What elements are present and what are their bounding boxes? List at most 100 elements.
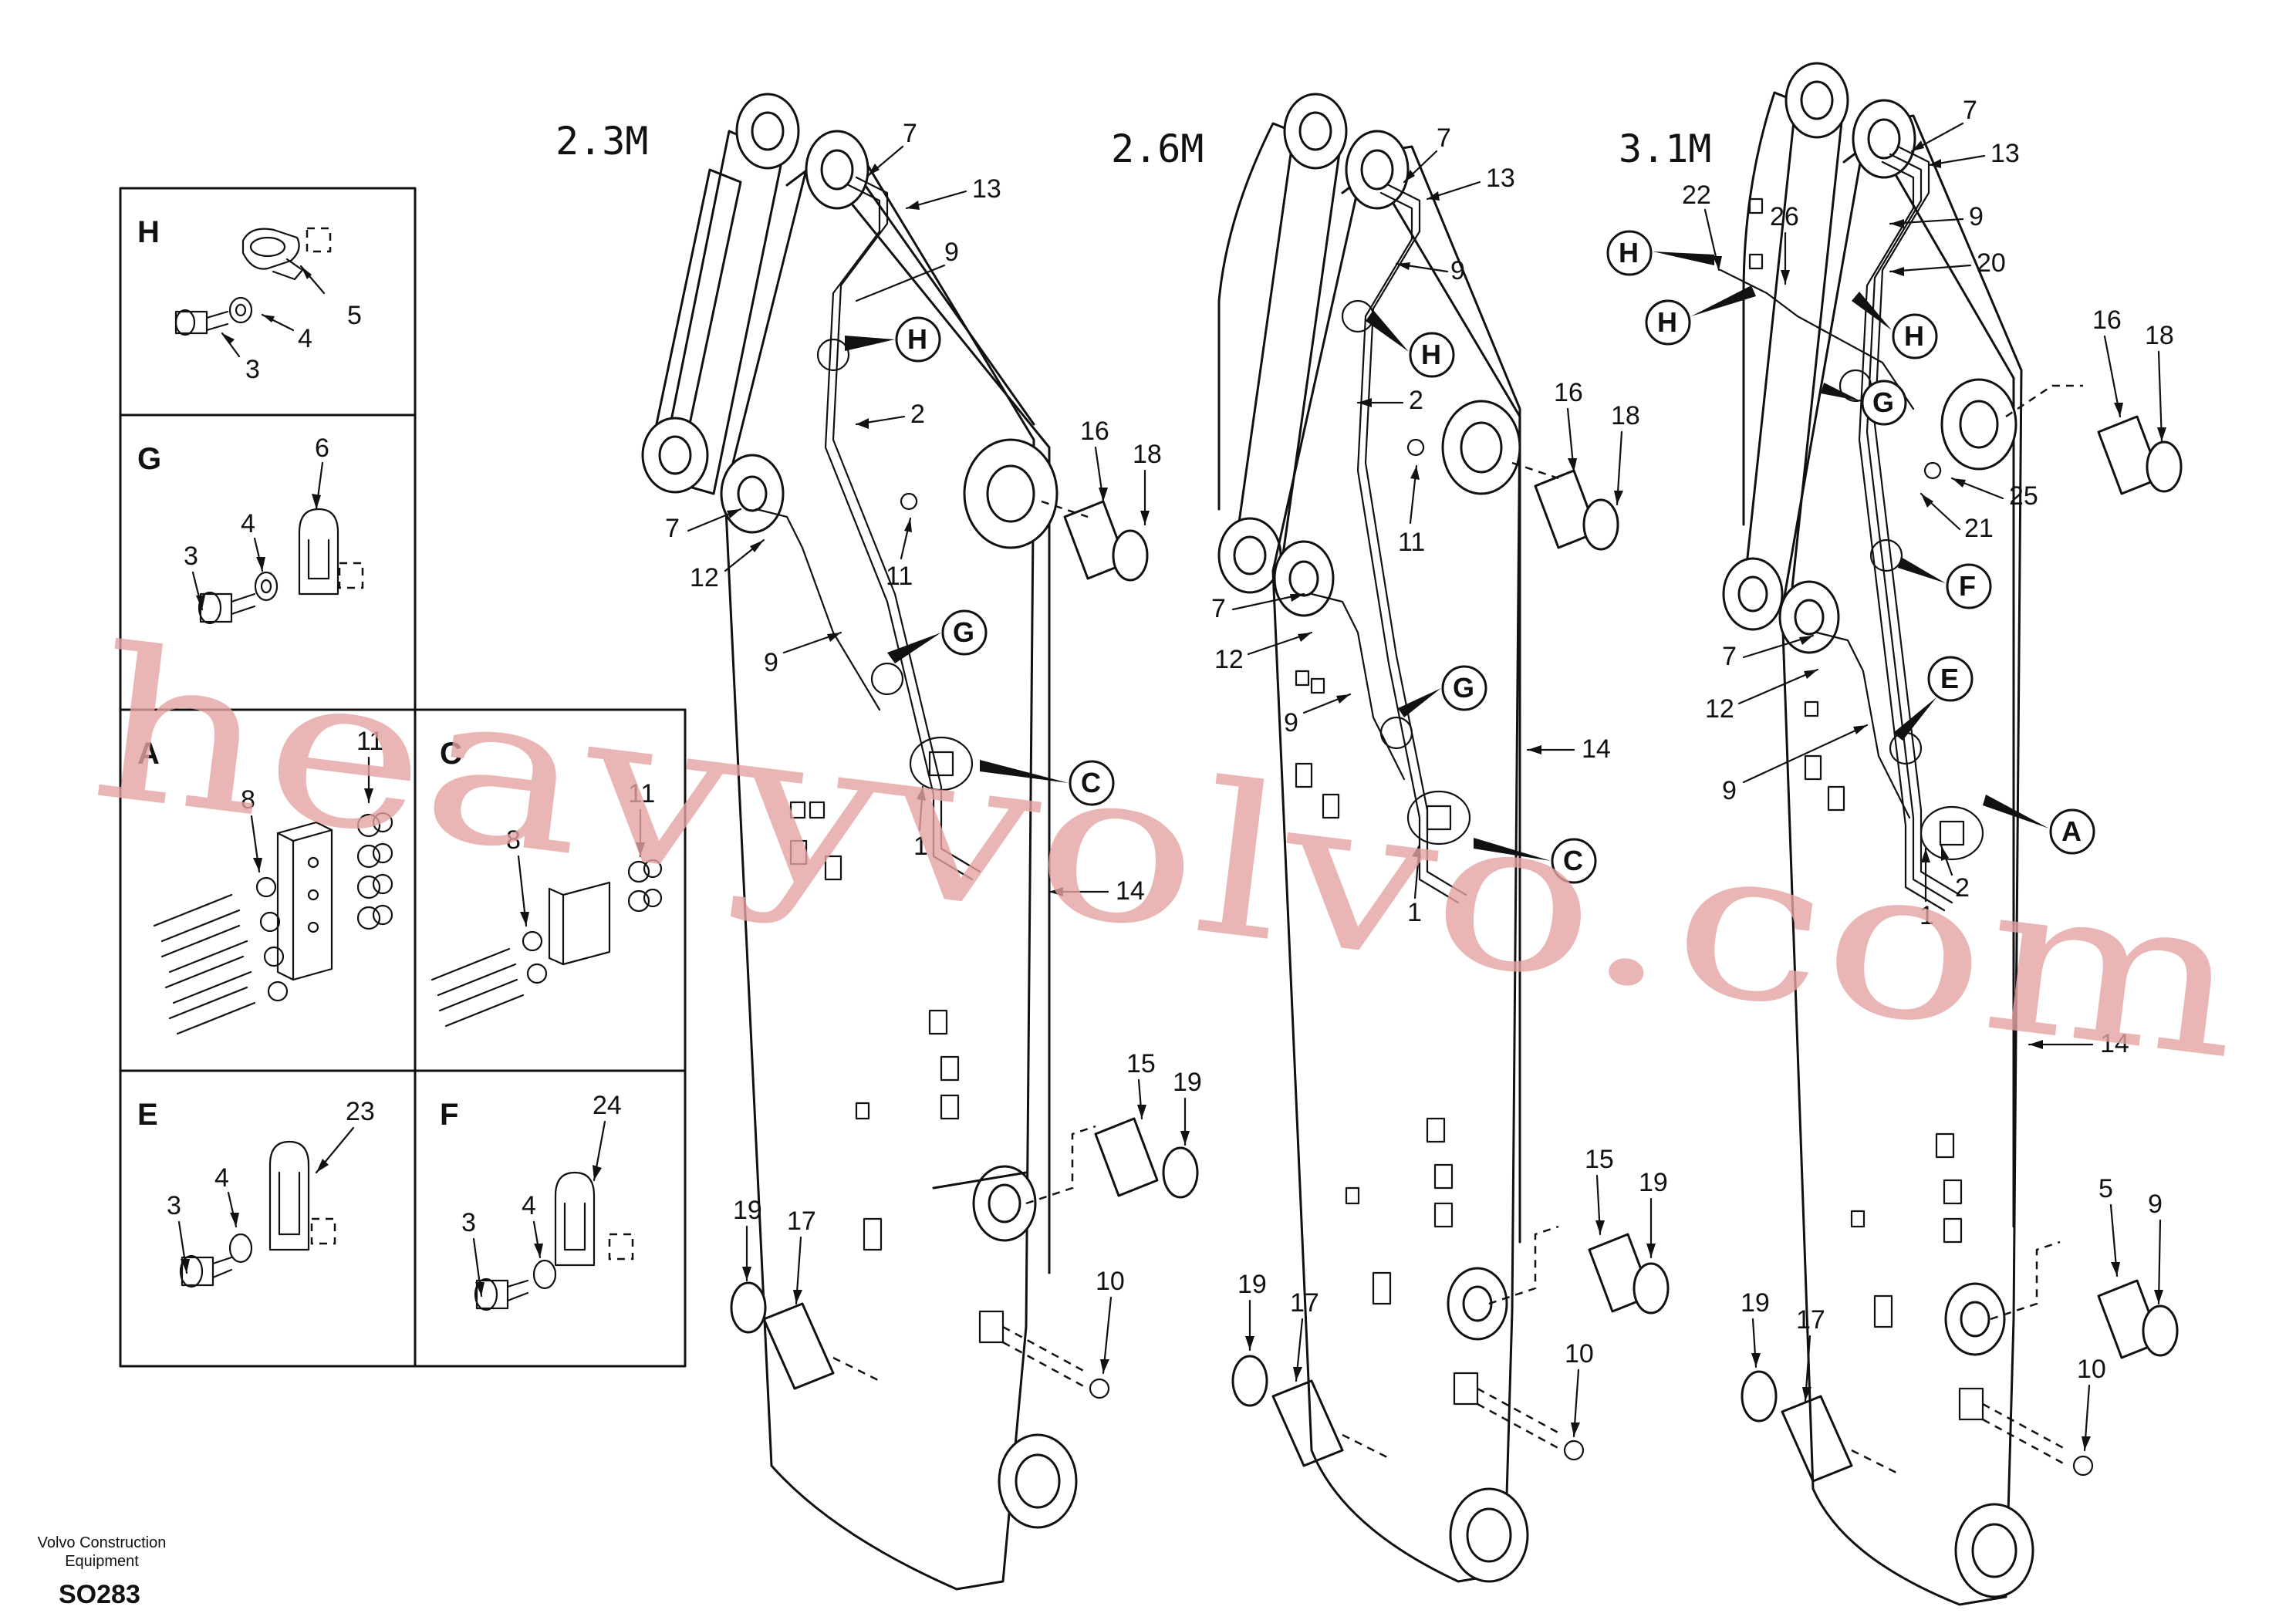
detail-ref-h (895, 316, 941, 363)
callout: 1 (913, 832, 928, 861)
callout: 26 (1770, 202, 1799, 231)
part-number: 11 (628, 779, 655, 808)
part-number: 3 (184, 542, 198, 571)
callout: 16 (1080, 417, 1109, 446)
callout: G (953, 616, 974, 648)
variant-label-3-1m: 3.1M (1619, 127, 1711, 171)
callout: 2 (1955, 873, 1970, 903)
part-number: 4 (214, 1163, 229, 1193)
boom-3-1m: 7 13 22 26 9 20 H H H 16 18 G 25 21 F (1606, 62, 2183, 1606)
detail-box-f: F 24 4 3 (440, 1091, 634, 1311)
callout: 15 (1585, 1145, 1614, 1174)
callout: C (1081, 767, 1101, 798)
callout: H (1619, 237, 1639, 268)
callout: G (1453, 672, 1474, 704)
detail-box-label: A (137, 737, 160, 771)
callout: 12 (1705, 694, 1734, 724)
detail-box-label: F (440, 1098, 458, 1132)
callout: 14 (1116, 876, 1145, 906)
callout: 22 (1682, 181, 1711, 210)
callout: 10 (2077, 1355, 2106, 1384)
part-number: 23 (346, 1097, 375, 1126)
callout: 15 (1126, 1049, 1156, 1078)
callout: E (1940, 663, 1959, 694)
callout: H (1657, 306, 1677, 338)
callout: 1 (1920, 901, 1934, 930)
part-number: 3 (167, 1191, 181, 1220)
callout: 19 (1639, 1168, 1668, 1197)
callout: 13 (1990, 139, 2020, 168)
callout: 2 (910, 400, 925, 429)
variant-label-2-3m: 2.3M (555, 119, 648, 164)
part-number: 4 (241, 509, 255, 538)
callout: 7 (1211, 594, 1226, 623)
detail-ref-a (2049, 808, 2095, 855)
callout: G (1872, 386, 1894, 418)
detail-ref-g (1861, 380, 1907, 426)
company-name-2: Equipment (65, 1553, 139, 1570)
callout: 7 (665, 514, 680, 543)
callout: 7 (1963, 96, 1977, 125)
part-number: 5 (347, 301, 362, 330)
callout: 17 (787, 1207, 816, 1236)
detail-ref-c (1551, 838, 1597, 884)
detail-ref-h (1892, 313, 1938, 359)
callout: 9 (1450, 256, 1465, 285)
callout: 19 (1741, 1288, 1770, 1318)
footer: Volvo Construction Equipment SO283 (38, 1534, 167, 1609)
detail-ref-c (1069, 760, 1115, 806)
callout: 10 (1565, 1339, 1594, 1369)
callout: 18 (1133, 440, 1162, 469)
callout: H (1421, 339, 1441, 370)
part-number: 24 (593, 1091, 622, 1120)
callout: 7 (903, 119, 917, 148)
callout: 2 (1409, 386, 1423, 415)
callout: 25 (2009, 481, 2038, 511)
callout: 19 (1237, 1270, 1267, 1299)
callout: A (2061, 815, 2082, 847)
boom-2-3m: 7 13 9 H 2 7 12 11 16 18 9 G C 1 14 15 1… (641, 93, 1202, 1591)
callout: 10 (1096, 1267, 1125, 1296)
callout: 16 (2092, 305, 2122, 335)
part-number: 3 (461, 1208, 476, 1237)
detail-box-c: C 11 8 (430, 737, 663, 1028)
callout: 13 (972, 174, 1001, 204)
callout: 7 (1437, 123, 1451, 153)
callout: 9 (764, 648, 778, 677)
company-name: Volvo Construction (38, 1534, 167, 1551)
part-number: 3 (245, 355, 260, 384)
callout: F (1959, 570, 1976, 602)
detail-boxes: H 5 4 3 G 6 (119, 187, 687, 1368)
detail-box-e: E 23 4 3 (137, 1097, 375, 1288)
callout: 7 (1722, 642, 1737, 671)
detail-ref-h (1409, 332, 1455, 378)
boom-pads (1295, 670, 1454, 1305)
callout: 19 (1173, 1068, 1202, 1097)
detail-box-g: G 6 4 3 (137, 434, 364, 625)
callout: 17 (1290, 1288, 1319, 1318)
detail-ref-g (1441, 665, 1487, 711)
callout: 9 (1969, 202, 1984, 231)
detail-ref-f (1946, 563, 1992, 609)
detail-box-a: A 11 8 (137, 727, 393, 1035)
detail-box-label: G (137, 442, 161, 476)
detail-box-label: C (440, 737, 462, 771)
callout: 13 (1486, 164, 1515, 193)
boom-pads (1748, 197, 1963, 1328)
detail-box-label: H (137, 215, 160, 249)
callout: 9 (944, 238, 959, 267)
hose-ends (153, 876, 289, 1035)
callout: 12 (690, 563, 719, 592)
callout: 16 (1554, 378, 1583, 407)
variant-label-2-6m: 2.6M (1111, 127, 1204, 171)
callout: 18 (2145, 321, 2174, 350)
boom-2-6m: 7 13 9 H 2 16 18 11 7 12 9 G 14 C 1 15 1… (1211, 93, 1670, 1583)
callout: H (907, 323, 927, 355)
part-number: 6 (315, 434, 329, 463)
callout: 14 (1582, 734, 1611, 764)
callout: 11 (1398, 528, 1425, 557)
callout: 17 (1796, 1305, 1825, 1335)
part-number: 8 (506, 825, 521, 855)
callout: 12 (1214, 645, 1244, 674)
callout: 20 (1977, 248, 2006, 278)
